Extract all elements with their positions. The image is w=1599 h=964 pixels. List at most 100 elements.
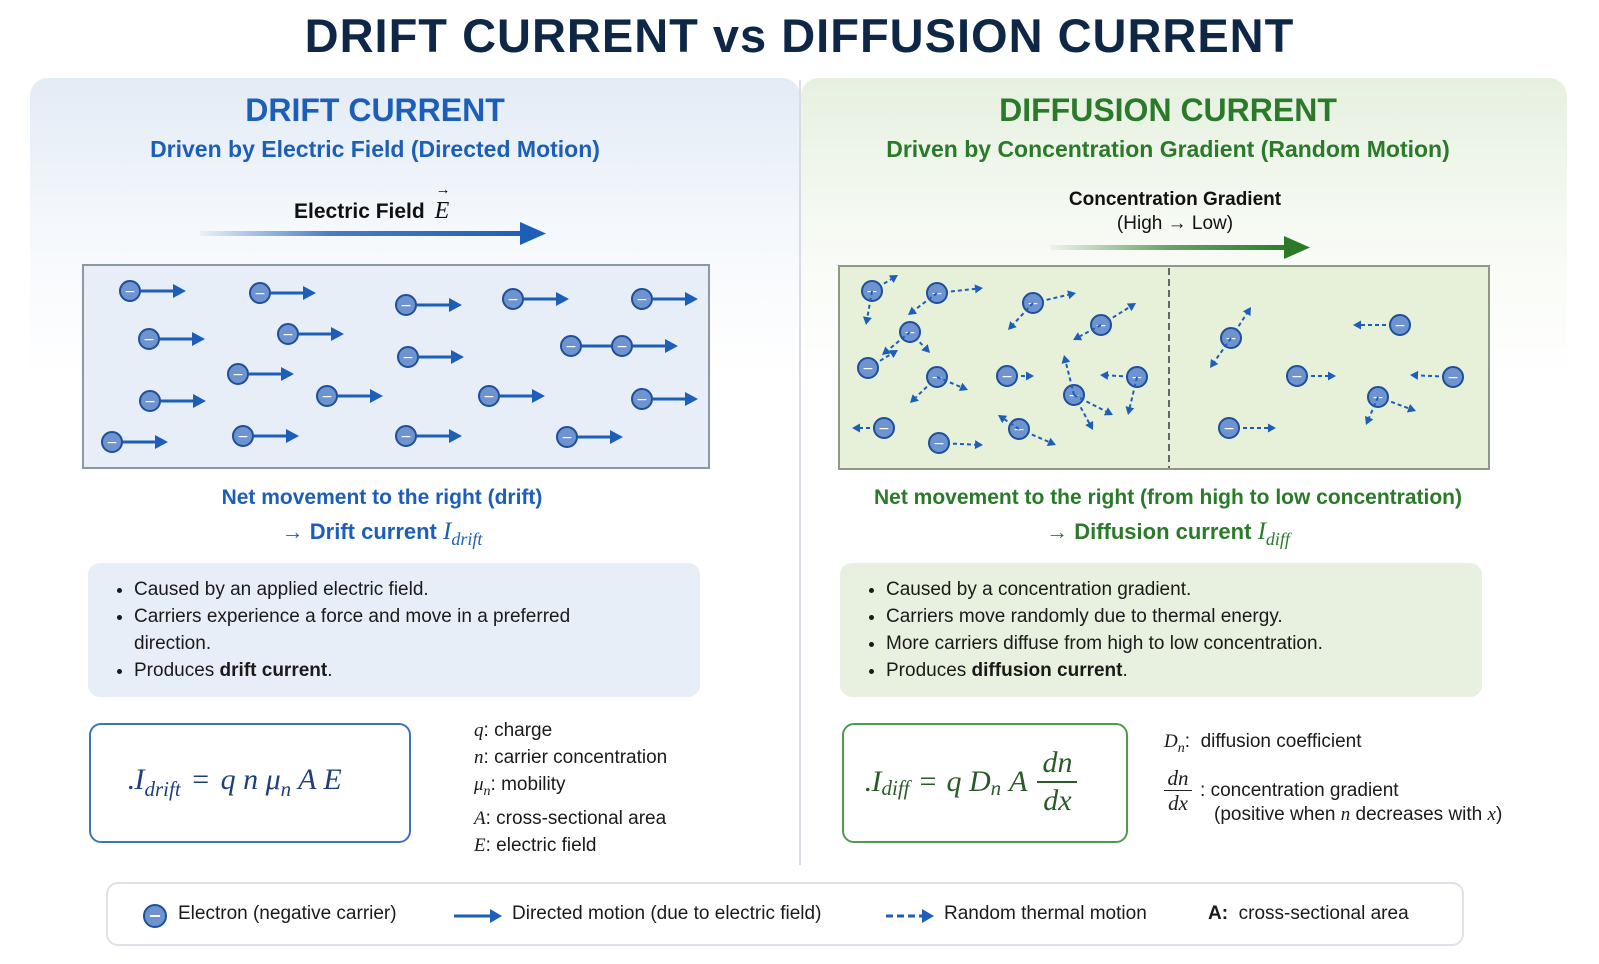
variable-symbol: x (1487, 803, 1496, 825)
fraction-bar (1037, 781, 1078, 783)
electron-sign: − (254, 286, 266, 302)
electron-sign: − (400, 429, 412, 445)
electron: − (1389, 314, 1411, 336)
formula-rhs: q D (946, 765, 991, 798)
electron-sign: − (933, 436, 945, 452)
legend-box: Electron (negative carrier) Directed mot… (106, 882, 1464, 946)
legend-directed-arrow-icon (454, 909, 502, 923)
electron: − (395, 294, 417, 316)
drift-arrow (653, 392, 698, 406)
drift-arrow (254, 429, 299, 443)
random-motion-arrow (938, 440, 983, 450)
electron-sign: − (1447, 370, 1459, 386)
diffusion-current-label: → Diffusion current Idiff (808, 518, 1528, 550)
random-motion-arrow (1018, 428, 1056, 446)
electron-sign: − (862, 361, 874, 377)
variable-desc: carrier concentration (494, 747, 668, 768)
formula-equals: = (919, 765, 937, 798)
electron: − (1286, 365, 1308, 387)
formula-lhs: I (871, 765, 882, 798)
drift-info-box: Caused by an applied electric field. Car… (88, 563, 700, 697)
formula-rhs-sub: n (280, 777, 292, 801)
electron-sign: − (636, 292, 648, 308)
drift-formula-box: .Idrift = q n μn A E (89, 723, 411, 843)
electron: − (556, 426, 578, 448)
random-motion-arrow (1073, 394, 1094, 430)
variable-row: E: electric field (474, 834, 597, 856)
electric-field-symbol: E → (435, 182, 451, 224)
list-item: Produces drift current. (134, 657, 574, 684)
bullet-text: Produces (134, 660, 220, 681)
electron: − (139, 390, 161, 412)
bullet-bold: drift current (219, 660, 328, 681)
variable-symbol: A (474, 807, 486, 829)
electron: − (1218, 417, 1240, 439)
legend-area-desc: cross-sectional area (1238, 903, 1409, 924)
random-motion-arrow (1100, 303, 1136, 326)
random-motion-arrow (1365, 396, 1379, 425)
electron-sign: − (402, 350, 414, 366)
variable-symbol: n (1340, 803, 1351, 825)
current-symbol: I (1257, 518, 1266, 545)
electron-sign: − (124, 284, 136, 300)
list-item: Produces diffusion current. (886, 657, 1482, 684)
drift-arrow (417, 429, 462, 443)
gradient-label-sub: (High → Low) (1116, 213, 1234, 234)
electron-sign: − (144, 394, 156, 410)
random-motion-arrow (1410, 370, 1454, 380)
drift-arrow (633, 339, 678, 353)
electron: − (857, 357, 879, 379)
diffusion-info-box: Caused by a concentration gradient. Carr… (840, 563, 1482, 697)
drift-arrow (524, 292, 569, 306)
random-motion-arrow (910, 376, 938, 403)
electron-sign: − (636, 392, 648, 408)
random-motion-arrow (1073, 324, 1102, 341)
bullet-tail: . (1122, 660, 1128, 681)
fraction-denominator: dx (1043, 784, 1072, 817)
electron-sign: − (106, 435, 118, 451)
variable-desc: concentration gradient (1210, 779, 1399, 801)
random-motion-arrow (1032, 290, 1076, 304)
diffusion-title: DIFFUSION CURRENT (999, 92, 1337, 128)
random-motion-arrow (1100, 370, 1138, 380)
random-motion-arrow (908, 292, 938, 315)
variable-symbol: D (1164, 731, 1178, 752)
drift-arrow (160, 332, 205, 346)
electron: − (996, 365, 1018, 387)
list-item: More carriers diffuse from high to low c… (886, 630, 1482, 657)
electron: − (119, 280, 141, 302)
variable-desc: (positive when (1214, 803, 1341, 825)
variable-subscript: n (1177, 740, 1185, 756)
drift-arrow (123, 435, 168, 449)
electron: − (1442, 366, 1464, 388)
random-motion-arrow (1229, 423, 1276, 433)
drift-arrow (141, 284, 186, 298)
drift-arrow (271, 286, 316, 300)
drift-arrow (417, 298, 462, 312)
variable-desc: diffusion coefficient (1200, 731, 1362, 752)
bullet-tail: . (327, 660, 333, 681)
legend-electron-label: Electron (negative carrier) (178, 903, 397, 924)
electron-sign: − (1394, 318, 1406, 334)
legend-random-arrow-icon (886, 909, 934, 923)
electron: − (502, 288, 524, 310)
legend-area-key: A: (1208, 903, 1229, 924)
variable-desc: decreases with (1350, 803, 1488, 825)
concentration-gradient-arrow (1050, 236, 1310, 259)
gradient-fraction: dn dx (1164, 766, 1192, 815)
electron-sign: − (565, 339, 577, 355)
gradient-label-text: Concentration Gradient (1068, 189, 1282, 210)
drift-variables: q: charge n: carrier concentration μn: m… (474, 717, 774, 859)
fraction-denominator: dx (1168, 790, 1188, 815)
variable-desc: ) (1495, 803, 1503, 825)
drift-current-symbol: Idrift (443, 518, 482, 549)
drift-subtitle: Driven by Electric Field (Directed Motio… (150, 136, 600, 162)
list-item: Carriers move randomly due to thermal en… (886, 603, 1482, 630)
variable-row: n: carrier concentration (474, 747, 668, 768)
variable-row: Dn: diffusion coefficient (1164, 731, 1362, 756)
current-symbol: I (443, 518, 452, 545)
drift-formula: .Idrift = q n μn A E (127, 763, 342, 801)
diffusion-current-text: → Diffusion current (1046, 519, 1252, 544)
electric-field-label: Electric Field E → (294, 182, 451, 225)
